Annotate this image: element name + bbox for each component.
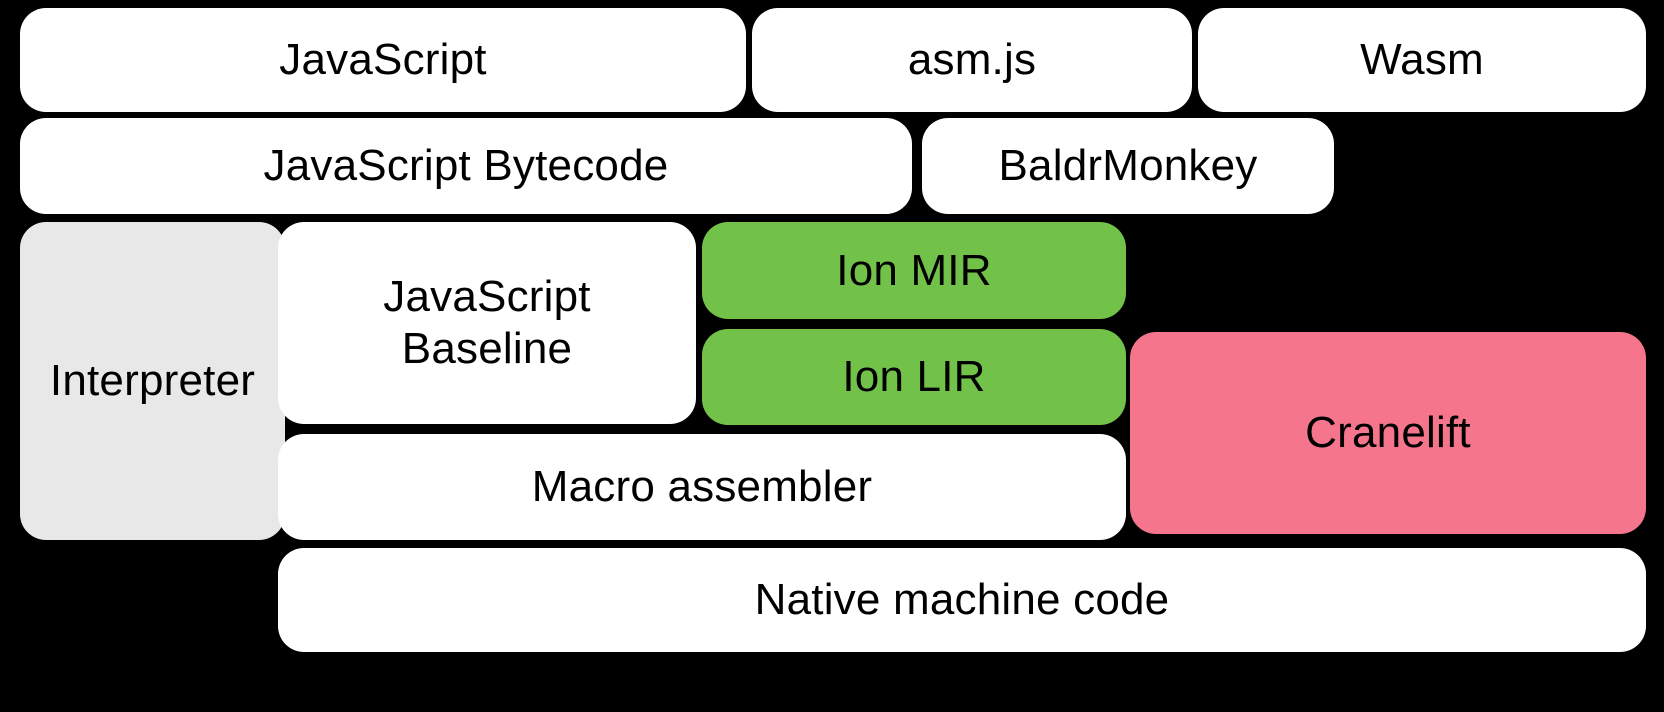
node-ion-mir[interactable]: Ion MIR: [702, 222, 1126, 319]
node-wasm[interactable]: Wasm: [1198, 8, 1646, 112]
node-macro-assembler[interactable]: Macro assembler: [278, 434, 1126, 540]
node-cranelift[interactable]: Cranelift: [1130, 332, 1646, 534]
node-interpreter[interactable]: Interpreter: [20, 222, 285, 540]
node-javascript[interactable]: JavaScript: [20, 8, 746, 112]
node-javascript-baseline[interactable]: JavaScript Baseline: [278, 222, 696, 424]
node-ion-lir[interactable]: Ion LIR: [702, 329, 1126, 425]
node-native-machine-code[interactable]: Native machine code: [278, 548, 1646, 652]
node-javascript-bytecode[interactable]: JavaScript Bytecode: [20, 118, 912, 214]
node-asm-js[interactable]: asm.js: [752, 8, 1192, 112]
node-baldrmonkey[interactable]: BaldrMonkey: [922, 118, 1334, 214]
